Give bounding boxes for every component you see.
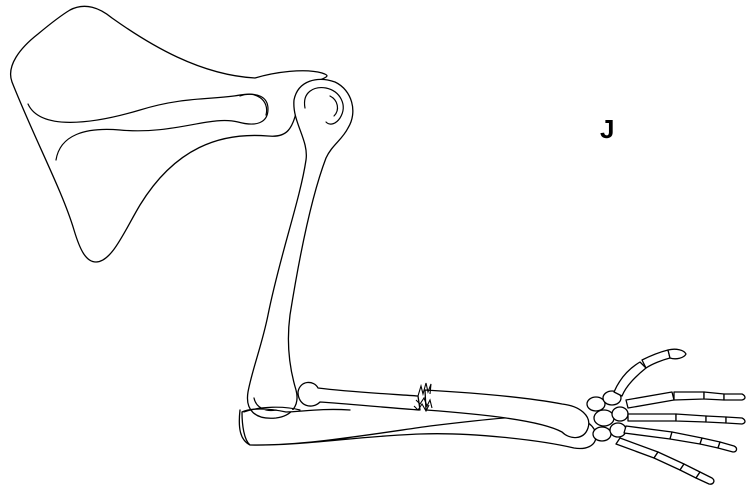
- scapula: [11, 6, 327, 262]
- panel-label: J: [600, 116, 614, 142]
- thumb-bones: [614, 349, 686, 396]
- carpal-bones: [587, 391, 628, 441]
- finger-bones: [616, 392, 745, 484]
